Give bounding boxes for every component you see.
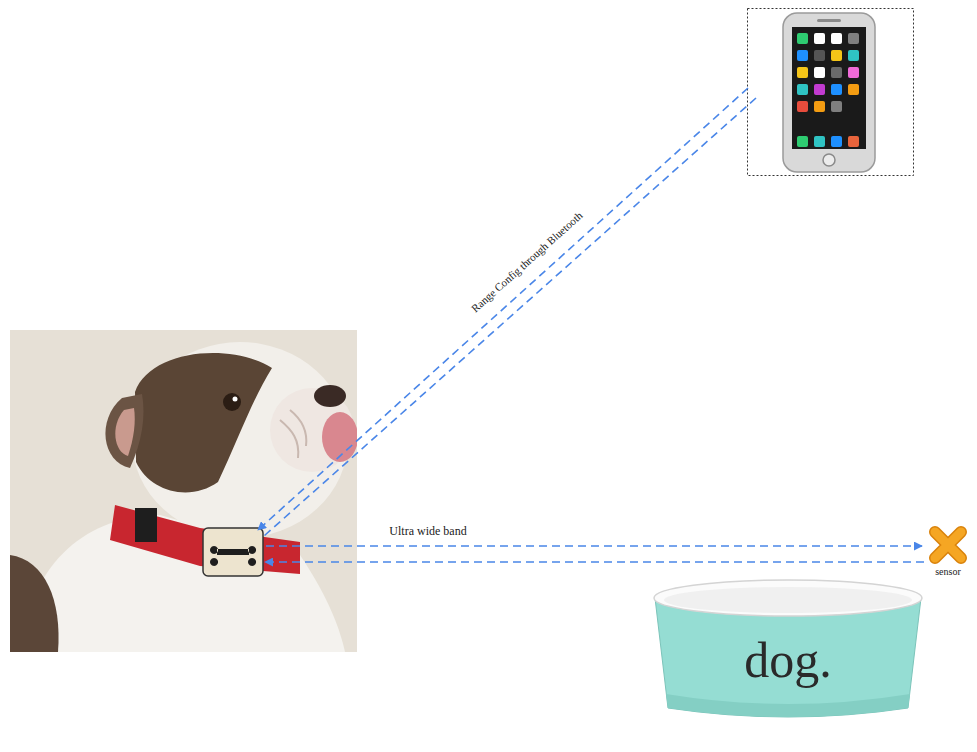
dog-eye: [223, 393, 241, 411]
app-icon: [831, 33, 842, 44]
phone-frame: [748, 9, 914, 176]
app-icon: [814, 67, 825, 78]
app-icon: [831, 50, 842, 61]
app-icon: [831, 84, 842, 95]
link-label: Ultra wide band: [387, 525, 468, 539]
sensor-marker: sensor: [924, 526, 972, 588]
app-icon: [814, 50, 825, 61]
node-label: sensor: [935, 567, 961, 578]
bowl-inside: [664, 587, 912, 613]
dog-eye-highlight: [233, 397, 238, 402]
dog-shoulder: [10, 555, 59, 652]
app-icon: [814, 101, 825, 112]
app-icon: [848, 101, 859, 112]
dog-bowl: dog.: [652, 578, 924, 724]
app-icon: [797, 101, 808, 112]
app-icon: [848, 67, 859, 78]
dog-ear: [105, 394, 143, 468]
dog-nose: [314, 385, 346, 407]
collar-buckle: [135, 508, 157, 542]
phone-icon: [748, 9, 914, 176]
app-icon: [797, 33, 808, 44]
app-icon: [814, 84, 825, 95]
muzzle-wrinkles: [280, 410, 306, 458]
bluetooth-link: [258, 88, 756, 536]
dog-tongue: [322, 412, 357, 462]
link-label: Range Config through Bluetooth: [467, 208, 586, 316]
uwb-link: [265, 546, 924, 562]
bowl-rim: [654, 580, 922, 616]
bluetooth-line: [258, 88, 748, 530]
collar-device: [203, 528, 263, 576]
dog-photo: [10, 330, 357, 652]
app-icon: [848, 33, 859, 44]
bluetooth-line: [264, 98, 756, 536]
app-icon: [848, 136, 859, 147]
sensor-x-outline: [935, 532, 961, 558]
sensor-shape: [924, 526, 972, 588]
app-icon: [831, 136, 842, 147]
app-icon: [848, 50, 859, 61]
bowl-base: [666, 694, 910, 717]
node-label: dog.: [744, 634, 832, 687]
app-icon: [797, 84, 808, 95]
app-icon: [814, 136, 825, 147]
phone-screen: [792, 27, 866, 149]
bone-symbol: [210, 546, 256, 566]
app-icon: [797, 136, 808, 147]
app-icon: [797, 67, 808, 78]
photo-background: [10, 330, 357, 652]
uwb-line: [266, 545, 922, 547]
phone-body: [783, 13, 875, 172]
sensor-x: [935, 532, 961, 558]
app-icon: [831, 67, 842, 78]
app-icon: [797, 50, 808, 61]
app-icon: [848, 84, 859, 95]
app-icons: [797, 33, 859, 147]
phone-speaker: [817, 19, 841, 22]
dog-ear-inner: [115, 408, 134, 456]
dog-head-patch: [135, 353, 272, 492]
app-icon: [814, 33, 825, 44]
uwb-line: [265, 561, 924, 563]
app-icon: [831, 101, 842, 112]
home-button: [823, 154, 835, 166]
